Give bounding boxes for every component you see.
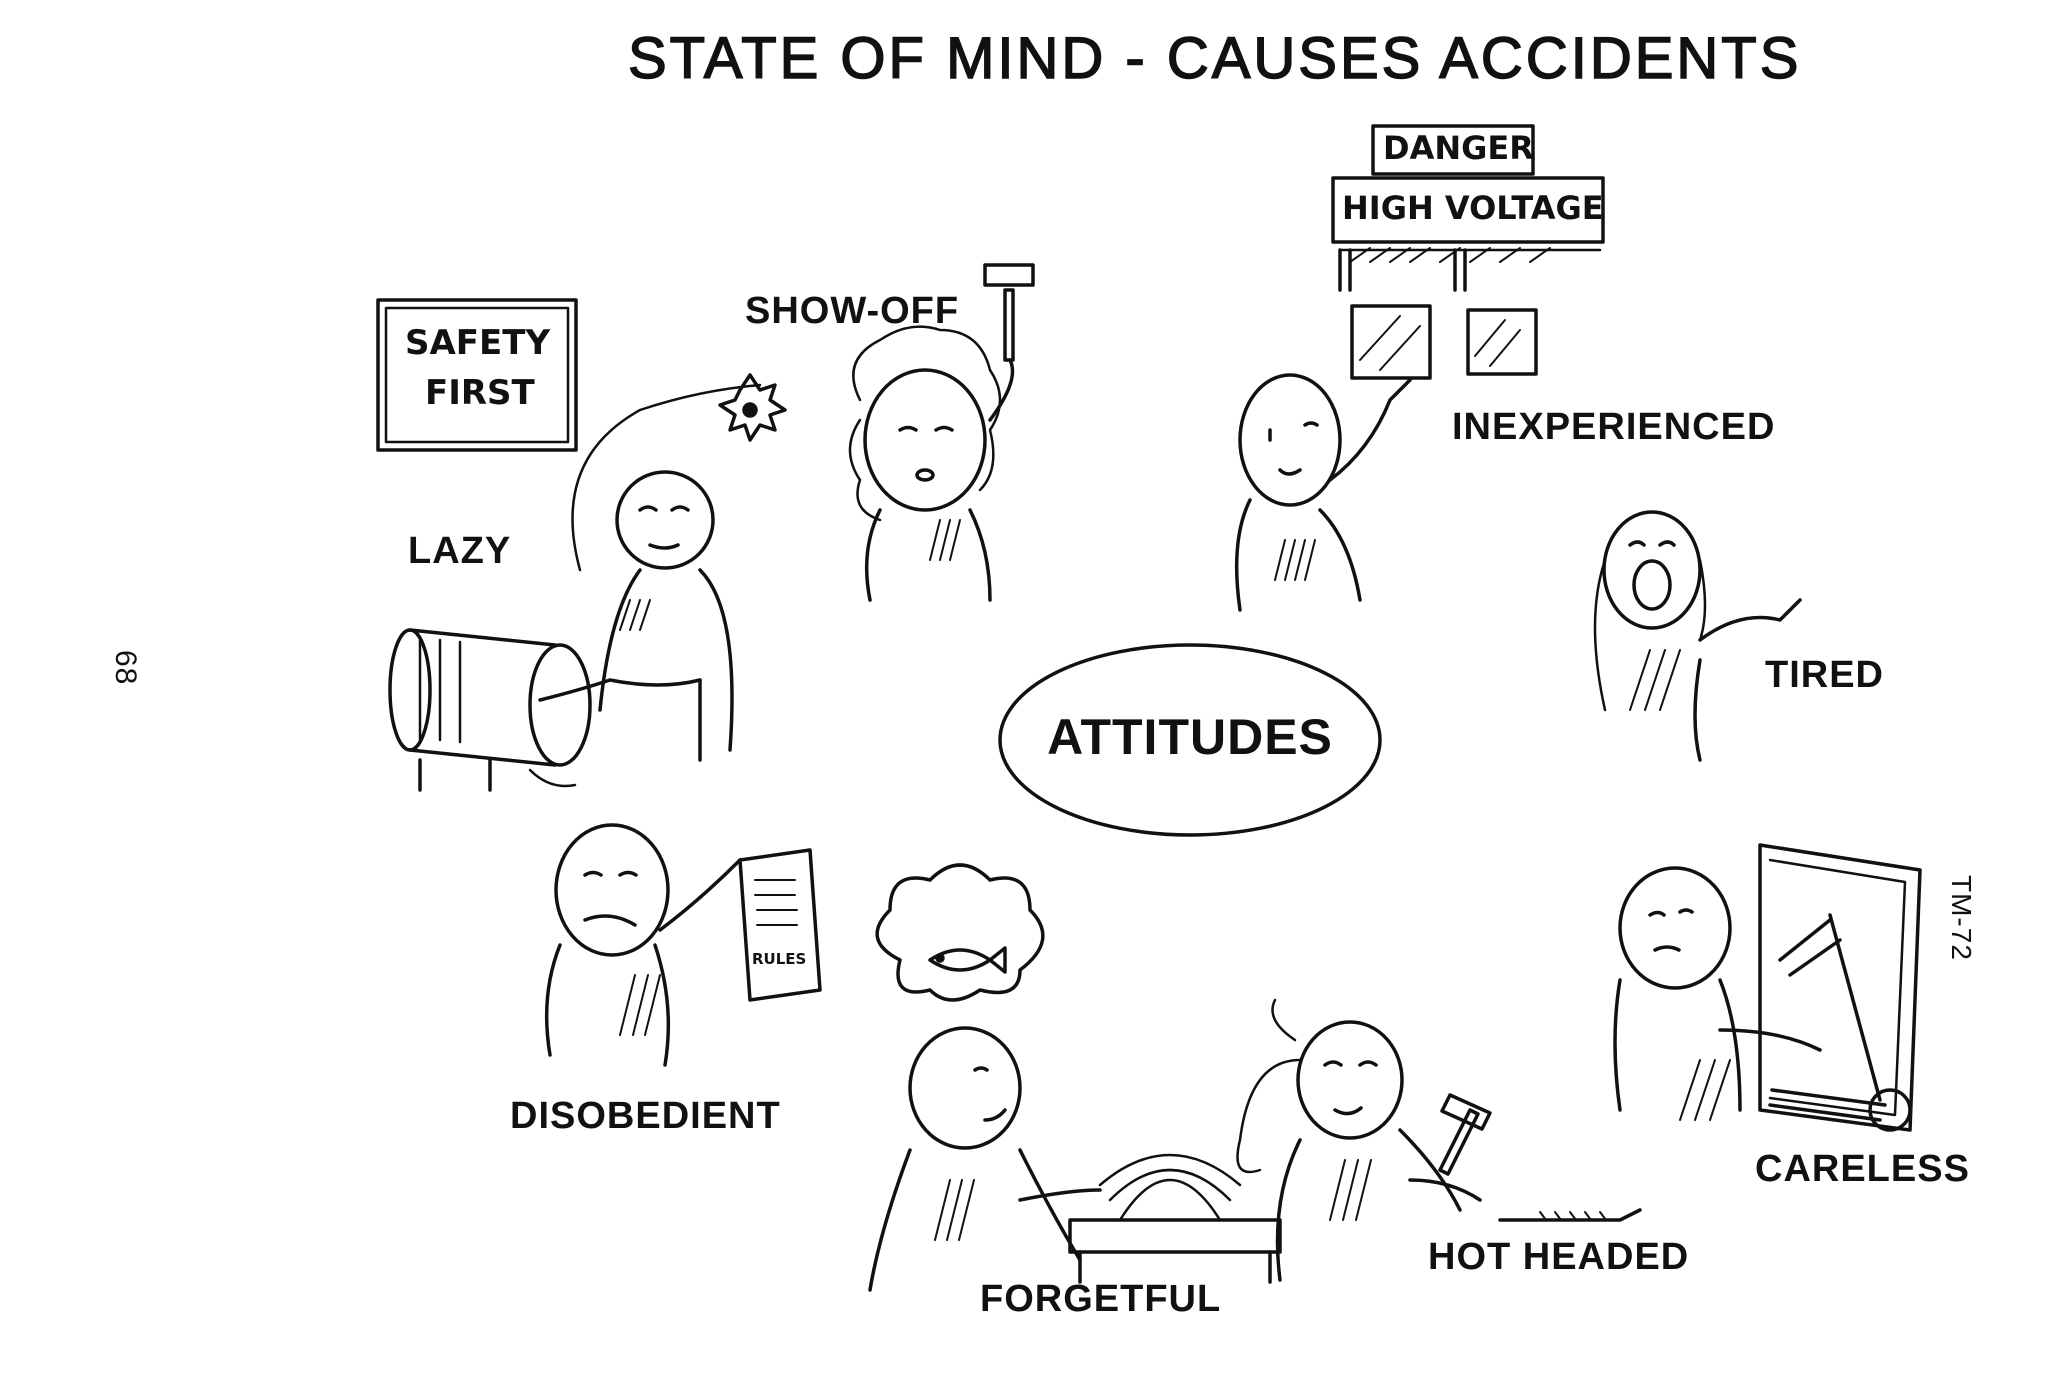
label-lazy: LAZY	[408, 530, 512, 572]
disobedient-figure	[544, 823, 822, 1067]
sign-rules: RULES	[752, 950, 807, 968]
inexperienced-figure	[1234, 373, 1412, 612]
attitudes-ellipse	[998, 643, 1382, 837]
thought-cloud	[875, 863, 1045, 1002]
saw-table	[1068, 1153, 1282, 1284]
careless-figure	[1613, 866, 1822, 1121]
hammer-icon	[1438, 1093, 1492, 1176]
saw-icon	[1498, 1208, 1642, 1222]
fish-icon	[928, 946, 1007, 974]
sign-safety-line1: SAFETY	[405, 323, 551, 363]
hammer-icon	[983, 263, 1035, 362]
label-forgetful: FORGETFUL	[980, 1278, 1222, 1320]
rules-sheet	[738, 848, 822, 1002]
window-frame	[1758, 843, 1922, 1132]
safety-first-sign	[376, 298, 578, 452]
high-voltage-panel	[1331, 124, 1605, 380]
hot-headed-figure	[1236, 998, 1642, 1282]
sign-safety-line2: FIRST	[425, 373, 535, 413]
tired-figure	[1593, 510, 1802, 762]
label-inexperienced: INEXPERIENCED	[1452, 406, 1776, 448]
label-show-off: SHOW-OFF	[745, 290, 960, 332]
page-number: 68	[109, 650, 142, 686]
label-disobedient: DISOBEDIENT	[510, 1095, 781, 1137]
page-title: STATE OF MIND - CAUSES ACCIDENTS	[627, 26, 1802, 91]
center-label-attitudes: ATTITUDES	[1047, 709, 1333, 765]
grinder-wheel	[388, 628, 592, 792]
plate-code: TM-72	[1946, 875, 1977, 961]
label-tired: TIRED	[1765, 654, 1884, 696]
label-hot-headed: HOT HEADED	[1428, 1236, 1690, 1278]
forgetful-figure	[868, 863, 1102, 1292]
sign-high-voltage: HIGH VOLTAGE	[1342, 189, 1604, 227]
sign-danger: DANGER	[1383, 129, 1534, 167]
show-off-figure	[848, 263, 1035, 602]
lazy-figure	[538, 373, 787, 762]
label-careless: CARELESS	[1755, 1148, 1970, 1190]
